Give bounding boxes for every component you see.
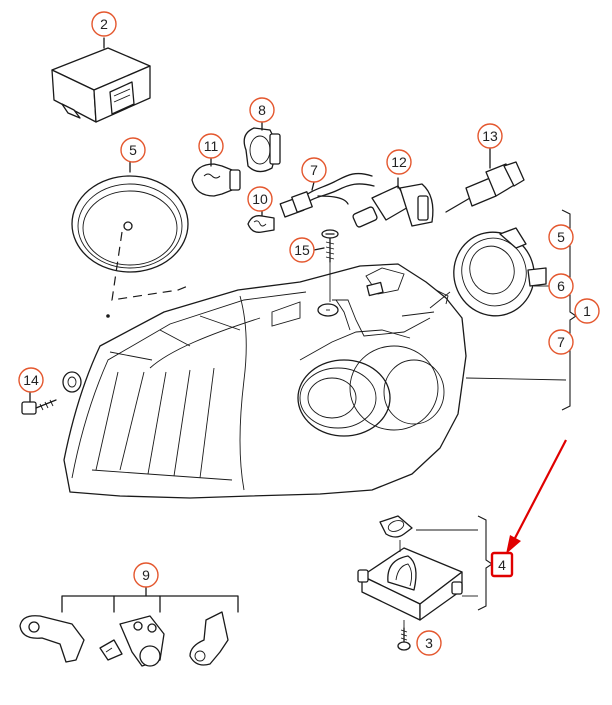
svg-text:15: 15 xyxy=(294,242,310,258)
callout-9: 9 xyxy=(133,562,159,588)
svg-text:10: 10 xyxy=(252,191,268,207)
callout-1: 1 xyxy=(574,298,600,324)
svg-text:7: 7 xyxy=(310,162,318,178)
svg-text:2: 2 xyxy=(100,16,108,32)
callout-4-highlighted: 4 xyxy=(490,551,514,578)
xenon-bulb-13-part[interactable] xyxy=(445,145,525,213)
svg-text:14: 14 xyxy=(23,372,39,388)
socket-8-part[interactable] xyxy=(243,121,281,173)
screw-15-part[interactable] xyxy=(313,229,339,263)
svg-text:8: 8 xyxy=(258,102,266,118)
callout-15: 15 xyxy=(289,237,315,263)
svg-text:5: 5 xyxy=(557,229,565,245)
bulb-12-part[interactable] xyxy=(352,177,434,228)
svg-text:5: 5 xyxy=(129,142,137,158)
callout-6-right: 6 xyxy=(548,273,574,299)
svg-text:1: 1 xyxy=(583,303,591,319)
lamp-cover-part[interactable] xyxy=(71,161,189,273)
bulb-10-part[interactable] xyxy=(247,210,275,233)
callout-5-right: 5 xyxy=(548,224,574,250)
screw-14-part[interactable] xyxy=(21,371,82,415)
screw-3-part[interactable] xyxy=(397,620,411,651)
bracket-group-4 xyxy=(477,515,493,611)
leader-dash-cover xyxy=(111,231,189,301)
callout-2: 2 xyxy=(91,11,117,37)
svg-text:6: 6 xyxy=(557,278,565,294)
callout-12: 12 xyxy=(386,149,412,175)
bracket-set-9-part[interactable] xyxy=(19,585,239,667)
reference-dot xyxy=(106,314,110,318)
headlight-housing-part[interactable] xyxy=(63,263,467,499)
callout-13: 13 xyxy=(477,123,503,149)
callout-3: 3 xyxy=(416,630,442,656)
svg-text:11: 11 xyxy=(204,138,219,154)
ballast-unit-part[interactable] xyxy=(357,515,463,621)
callout-14: 14 xyxy=(18,367,44,393)
callout-8: 8 xyxy=(249,97,275,123)
control-module-part[interactable] xyxy=(51,37,151,123)
wire-harness-7-part[interactable] xyxy=(279,172,375,218)
callout-5: 5 xyxy=(120,137,146,163)
callout-7-top: 7 xyxy=(301,157,327,183)
highlight-arrow xyxy=(506,439,567,554)
callout-7-right: 7 xyxy=(548,329,574,355)
svg-text:13: 13 xyxy=(482,128,498,144)
svg-text:9: 9 xyxy=(142,567,150,583)
callout-11: 11 xyxy=(198,133,224,159)
svg-text:4: 4 xyxy=(498,557,506,573)
bulb-11-part[interactable] xyxy=(191,157,241,197)
callout-10: 10 xyxy=(247,186,273,212)
leader-housing-to-bracket xyxy=(465,377,567,381)
reflector-ring-part[interactable] xyxy=(429,222,547,327)
svg-text:7: 7 xyxy=(557,334,565,350)
svg-text:12: 12 xyxy=(391,154,407,170)
svg-text:3: 3 xyxy=(425,635,433,651)
